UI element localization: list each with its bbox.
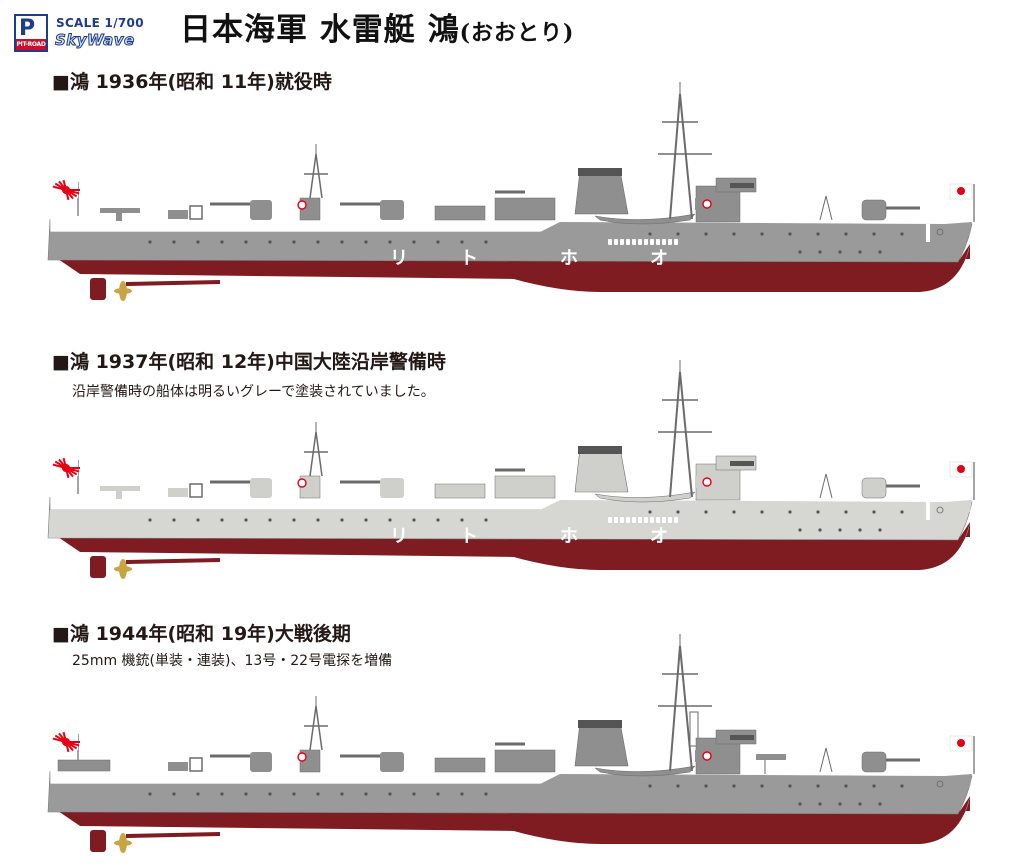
ship-profile-1944 [47, 634, 975, 853]
section-heading-1937: ■鴻 1937年(昭和 12年)中国大陸沿岸警備時 [52, 351, 446, 373]
logo-brand-name: PIT-ROAD [16, 39, 46, 50]
section-note-1937: 沿岸警備時の船体は明るいグレーで塗装されていました。 [72, 384, 435, 400]
section-heading-1944: ■鴻 1944年(昭和 19年)大戦後期 [52, 623, 351, 645]
ship-profile-1936: リトホオ [47, 82, 975, 301]
svg-text:リ: リ [390, 526, 408, 547]
scale-label: SCALE 1/700 [56, 16, 144, 30]
svg-text:ホ: ホ [560, 248, 578, 269]
svg-text:オ: オ [650, 526, 668, 547]
svg-text:ト: ト [460, 248, 478, 269]
title-main: 日本海軍 水雷艇 鴻 [180, 12, 460, 48]
svg-text:オ: オ [650, 248, 668, 269]
series-logo: SkyWave [55, 31, 135, 49]
svg-text:ト: ト [460, 526, 478, 547]
section-note-1944: 25mm 機銃(単装・連装)、13号・22号電探を増備 [72, 653, 393, 669]
page-title: 日本海軍 水雷艇 鴻(おおとり) [180, 10, 574, 53]
section-heading-1936: ■鴻 1936年(昭和 11年)就役時 [52, 71, 332, 93]
ship-profile-1937: リトホオ [47, 360, 975, 579]
title-reading: (おおとり) [459, 20, 575, 46]
svg-text:リ: リ [390, 248, 408, 269]
pit-road-logo: P PIT-ROAD [14, 14, 48, 52]
svg-text:ホ: ホ [560, 526, 578, 547]
logo-letter: P [19, 16, 36, 41]
